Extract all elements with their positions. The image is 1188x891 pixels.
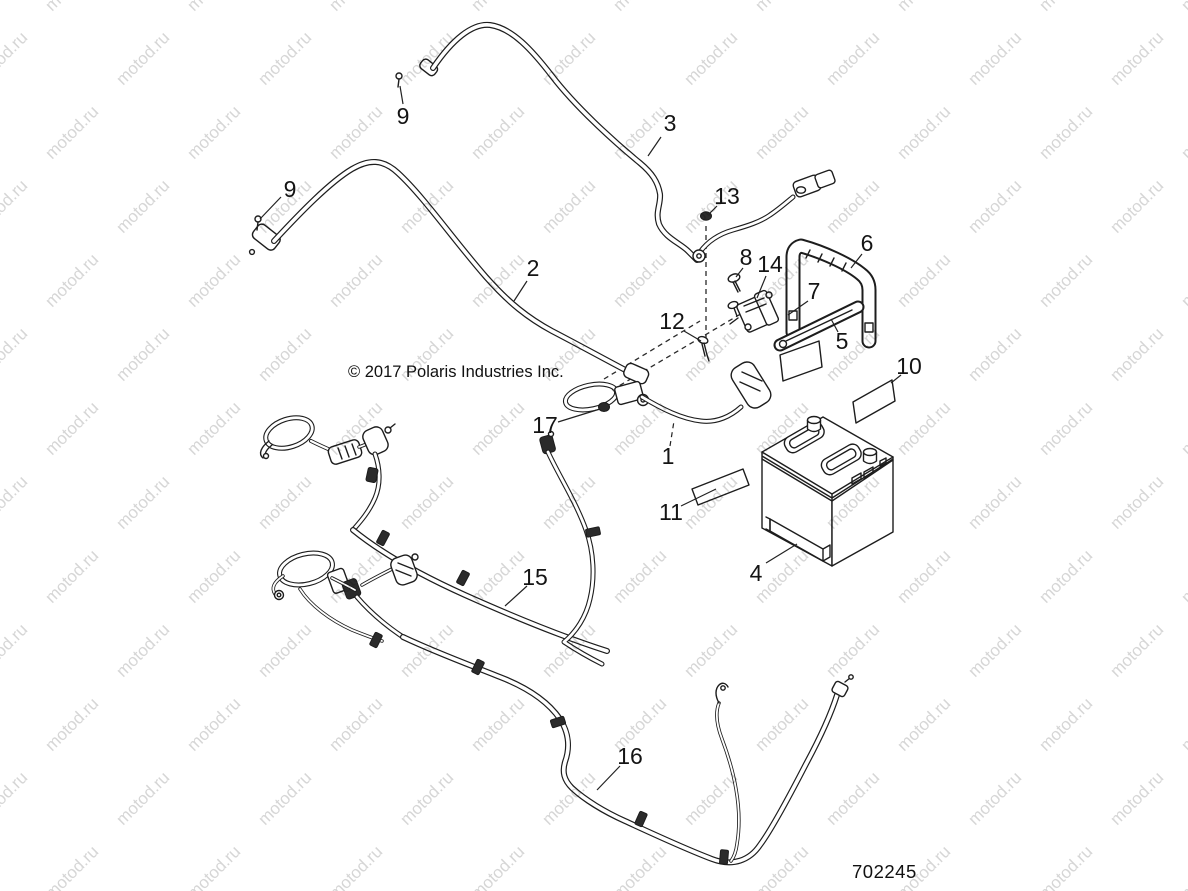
leader-line-13: [708, 205, 718, 215]
strap-slot: [788, 310, 798, 321]
harness-15: [259, 415, 610, 667]
copyright-text: © 2017 Polaris Industries Inc.: [348, 363, 564, 381]
callout-label-11: 11: [659, 499, 683, 525]
leader-line-10: [890, 374, 902, 384]
callout-label-8: 8: [740, 244, 753, 270]
leader-line-9-top: [399, 85, 404, 105]
cable-2: [248, 159, 650, 385]
hold-down-strap-6: [785, 238, 877, 349]
leader-line-4: [765, 543, 798, 564]
cable-3: [419, 21, 700, 263]
sticker-10: [852, 379, 896, 424]
cable-clip: [456, 569, 470, 587]
bolt-12: [697, 335, 710, 362]
connector-boot: [390, 554, 418, 586]
battery-terminal-post: [862, 447, 878, 465]
connector-boot: [362, 426, 389, 456]
callout-label-1: 1: [662, 443, 675, 469]
strap-slot: [864, 322, 874, 333]
positive-terminal-cable: [692, 169, 836, 263]
callout-label-16: 16: [617, 743, 643, 769]
nut-13: [700, 211, 712, 221]
callout-label-4: 4: [750, 560, 763, 586]
callout-label-9-top: 9: [397, 103, 410, 129]
battery-terminal-post: [806, 415, 822, 433]
callout-label-14: 14: [757, 251, 783, 277]
harness-end-fitting: [831, 680, 849, 698]
cable-clip: [471, 658, 485, 676]
leader-line-2: [513, 280, 528, 302]
leader-line-16: [596, 765, 621, 791]
cable-1-junction: [562, 361, 772, 424]
callout-label-9-left: 9: [284, 176, 297, 202]
screw-9-left: [254, 215, 262, 231]
leader-line-9-left: [259, 196, 282, 220]
cable-clip: [719, 849, 729, 865]
terminal-boot-1: [730, 361, 772, 409]
cable-clip: [376, 529, 390, 547]
leader-line-3: [647, 136, 662, 157]
cable-clip: [585, 526, 601, 538]
drawing-number: 702245: [852, 861, 917, 882]
bolt-small: [727, 300, 739, 317]
callout-label-2: 2: [527, 255, 540, 281]
callout-label-3: 3: [664, 110, 677, 136]
cable-clip: [369, 631, 383, 649]
leader-line-6: [850, 253, 863, 269]
leader-line-1: [669, 420, 675, 447]
nut-17: [598, 402, 610, 412]
callout-label-5: 5: [836, 328, 849, 354]
callout-label-17: 17: [532, 412, 558, 438]
cable-2-end-boot: [623, 362, 650, 385]
leader-line-5: [830, 318, 839, 333]
leader-line-7: [787, 300, 809, 316]
callout-label-7: 7: [808, 278, 821, 304]
battery-vent-detail: [851, 457, 887, 485]
callout-label-10: 10: [896, 353, 922, 379]
callout-label-6: 6: [861, 230, 874, 256]
harness-16: [271, 550, 854, 866]
leader-line-11: [680, 488, 717, 507]
callout-label-12: 12: [659, 308, 685, 334]
cable-3-end-fitting: [419, 58, 439, 77]
leader-line-17: [557, 408, 601, 423]
bracket-5: [773, 300, 865, 352]
sticker-11: [691, 468, 750, 506]
battery-4: [761, 415, 894, 567]
leader-line-15: [504, 585, 528, 607]
callout-label-13: 13: [714, 183, 740, 209]
cable-clip: [365, 466, 379, 484]
diagram-artwork: [248, 21, 896, 866]
bolt-8: [727, 273, 741, 293]
leader-line-14: [756, 275, 767, 299]
sticker-under-bracket: [779, 340, 823, 382]
leader-line-12: [683, 330, 702, 342]
leader-line-8: [735, 267, 744, 278]
callout-label-15: 15: [522, 564, 548, 590]
cable-clip: [549, 715, 567, 729]
cable-clip: [634, 810, 648, 828]
screw-9-top: [395, 72, 403, 88]
